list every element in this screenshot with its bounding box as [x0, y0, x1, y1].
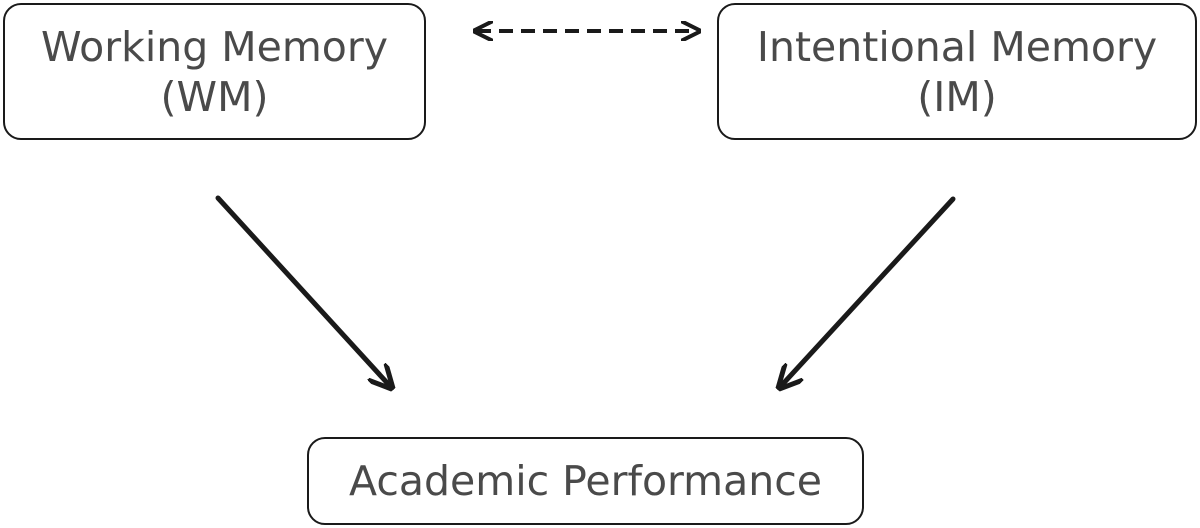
node-working-memory-abbrev: (WM) — [160, 72, 269, 121]
node-working-memory-label: Working Memory — [41, 22, 388, 71]
node-intentional-memory-abbrev: (IM) — [917, 72, 997, 121]
node-academic-performance: Academic Performance — [307, 437, 864, 525]
node-intentional-memory: Intentional Memory (IM) — [717, 3, 1197, 140]
arrow-im-to-ap — [781, 196, 956, 386]
node-intentional-memory-label: Intentional Memory — [756, 22, 1158, 71]
node-academic-performance-label: Academic Performance — [349, 457, 822, 505]
arrow-wm-to-ap — [215, 195, 390, 386]
node-working-memory: Working Memory (WM) — [3, 3, 426, 140]
